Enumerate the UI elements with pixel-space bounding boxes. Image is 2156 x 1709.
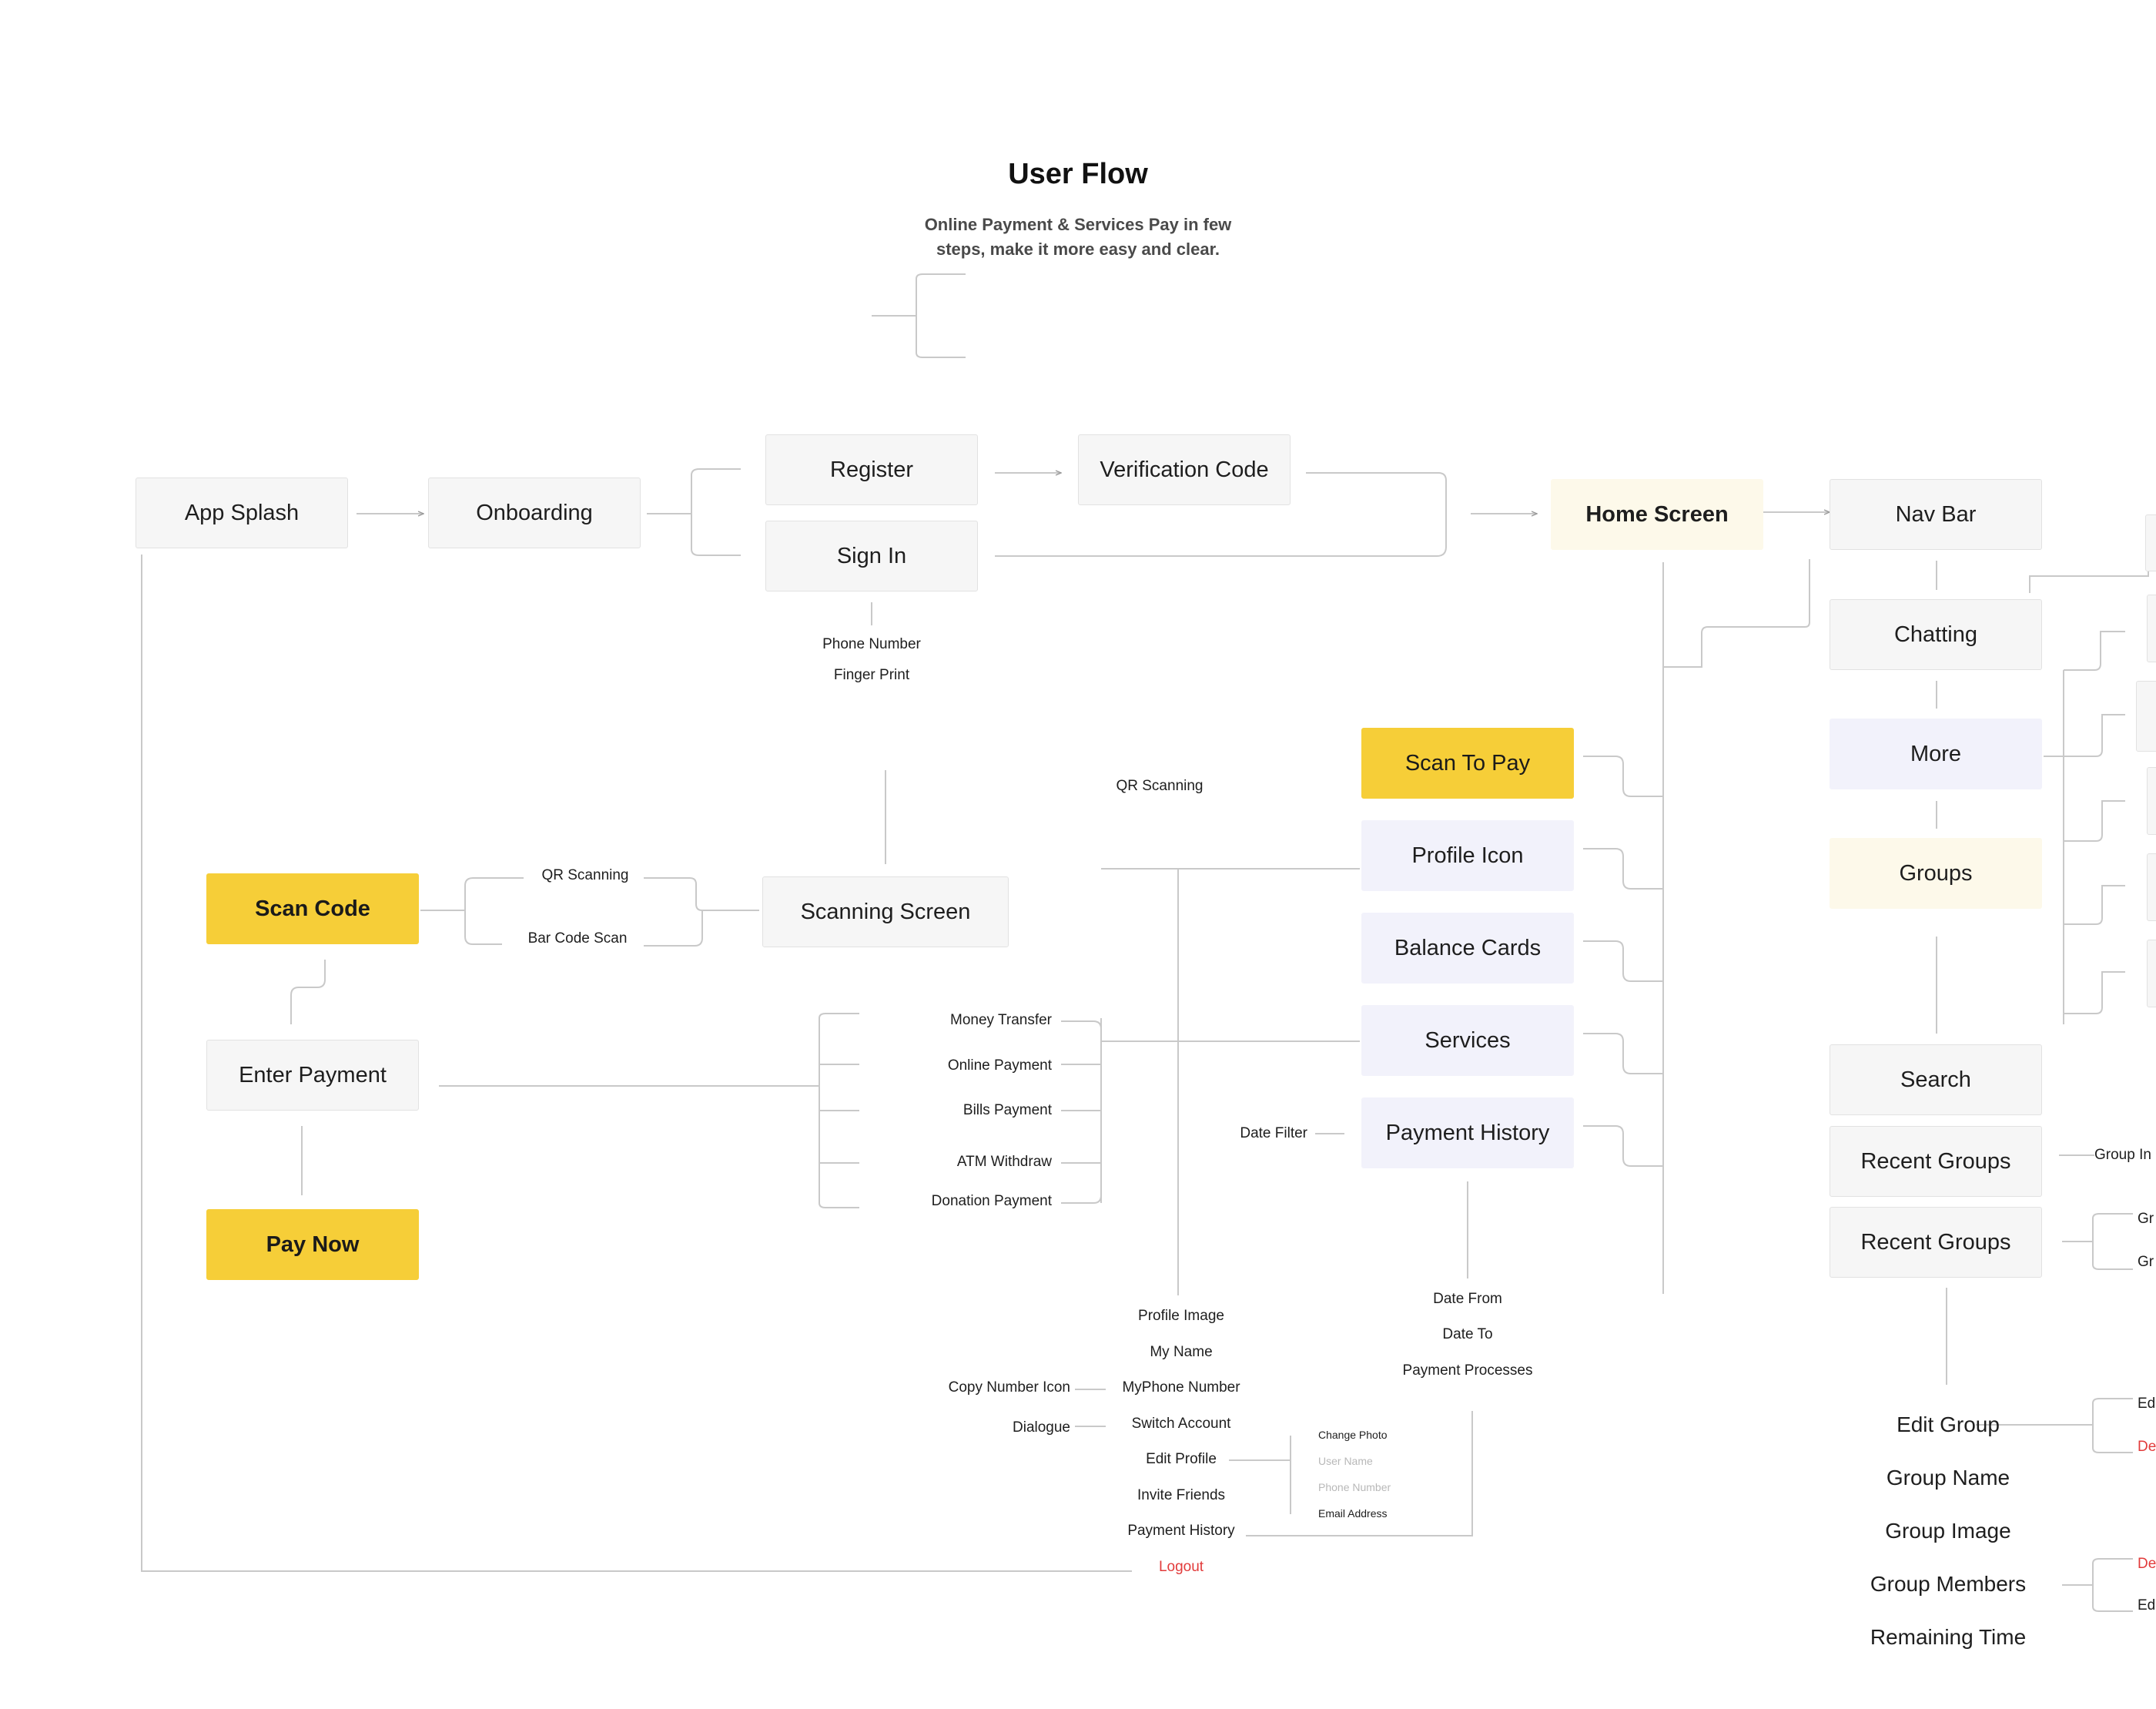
group-members-label: Group Members <box>1870 1572 2027 1596</box>
register-node[interactable]: Register <box>765 434 978 505</box>
profile-menu-item: Payment History <box>1127 1523 1235 1539</box>
remaining-time-label: Remaining Time <box>1870 1625 2027 1649</box>
profile-icon-node[interactable]: Profile Icon <box>1361 820 1574 891</box>
history-filter: Date From <box>1433 1291 1502 1307</box>
offscreen-node <box>2147 940 2156 1007</box>
edit-group-label: Edit Group <box>1897 1412 2000 1436</box>
sign-in-option: Finger Print <box>833 667 910 683</box>
pay-now-node[interactable]: Pay Now <box>206 1209 419 1280</box>
payment-history-node[interactable]: Payment History <box>1361 1097 1574 1168</box>
edit-profile-option: Change Photo <box>1318 1429 1388 1441</box>
page-title: User Flow <box>1008 158 1148 190</box>
scan-code-node[interactable]: Scan Code <box>206 873 419 944</box>
service-item: Donation Payment <box>931 1193 1052 1209</box>
scanning-screen-node[interactable]: Scanning Screen <box>762 876 1009 947</box>
profile-menu-item: My Name <box>1150 1344 1213 1360</box>
search-node[interactable]: Search <box>1830 1044 2042 1115</box>
qr-scanning-label: QR Scanning <box>1116 778 1204 794</box>
dialogue-label: Dialogue <box>1013 1419 1070 1436</box>
qr-scanning-label: QR Scanning <box>541 867 629 883</box>
date-filter-label: Date Filter <box>1240 1125 1307 1141</box>
nav-bar-node[interactable]: Nav Bar <box>1830 479 2042 550</box>
scan-to-pay-node[interactable]: Scan To Pay <box>1361 728 1574 799</box>
profile-menu-item: Edit Profile <box>1146 1451 1217 1467</box>
cut-off-label: De <box>2138 1439 2156 1455</box>
history-filter: Payment Processes <box>1402 1362 1533 1379</box>
offscreen-node <box>2147 767 2156 835</box>
service-item: ATM Withdraw <box>956 1154 1052 1170</box>
groups-node[interactable]: Groups <box>1830 838 2042 909</box>
cut-off-label: Gr <box>2138 1254 2154 1270</box>
cut-off-label: Gr <box>2138 1211 2154 1227</box>
onboarding-node[interactable]: Onboarding <box>428 478 641 548</box>
profile-menu-item: Switch Account <box>1131 1416 1231 1432</box>
recent-groups-node-1[interactable]: Recent Groups <box>1830 1126 2042 1197</box>
subtitle-line-2: steps, make it more easy and clear. <box>936 240 1220 259</box>
enter-payment-node[interactable]: Enter Payment <box>206 1040 419 1111</box>
offscreen-node <box>2136 681 2156 752</box>
edit-profile-option: User Name <box>1318 1455 1373 1467</box>
cut-off-label: Ed <box>2138 1396 2156 1412</box>
cut-off-label: Ed <box>2138 1597 2156 1613</box>
verification-code-node[interactable]: Verification Code <box>1078 434 1291 505</box>
profile-menu-item: MyPhone Number <box>1122 1379 1240 1396</box>
group-info-label: Group In <box>2094 1147 2151 1163</box>
services-node[interactable]: Services <box>1361 1005 1574 1076</box>
offscreen-node <box>2145 514 2156 571</box>
copy-number-icon-label: Copy Number Icon <box>948 1379 1070 1396</box>
profile-menu-item: Invite Friends <box>1137 1487 1226 1503</box>
service-item: Money Transfer <box>950 1012 1052 1028</box>
more-node[interactable]: More <box>1830 719 2042 789</box>
balance-cards-node[interactable]: Balance Cards <box>1361 913 1574 984</box>
profile-menu-item: Profile Image <box>1138 1308 1224 1324</box>
subtitle-line-1: Online Payment & Services Pay in few <box>924 215 1232 234</box>
service-item: Bills Payment <box>962 1102 1052 1118</box>
page-subtitle: Online Payment & Services Pay in few ste… <box>0 213 2156 262</box>
edit-profile-option: Phone Number <box>1318 1481 1391 1493</box>
offscreen-node <box>2147 853 2156 921</box>
recent-groups-node-2[interactable]: Recent Groups <box>1830 1207 2042 1278</box>
cut-off-label: De <box>2138 1556 2156 1572</box>
service-item: Online Payment <box>947 1057 1052 1074</box>
app-splash-node[interactable]: App Splash <box>136 478 348 548</box>
chatting-node[interactable]: Chatting <box>1830 599 2042 670</box>
sign-in-option: Phone Number <box>822 636 921 652</box>
history-filter: Date To <box>1442 1326 1493 1342</box>
group-image-label: Group Image <box>1885 1519 2011 1543</box>
offscreen-node <box>2147 595 2156 662</box>
edit-profile-option: Email Address <box>1318 1507 1388 1520</box>
bar-code-scan-label: Bar Code Scan <box>527 930 628 947</box>
group-name-label: Group Name <box>1886 1466 2010 1490</box>
sign-in-node[interactable]: Sign In <box>765 521 978 591</box>
home-screen-node[interactable]: Home Screen <box>1551 479 1763 550</box>
logout-label: Logout <box>1158 1559 1204 1575</box>
